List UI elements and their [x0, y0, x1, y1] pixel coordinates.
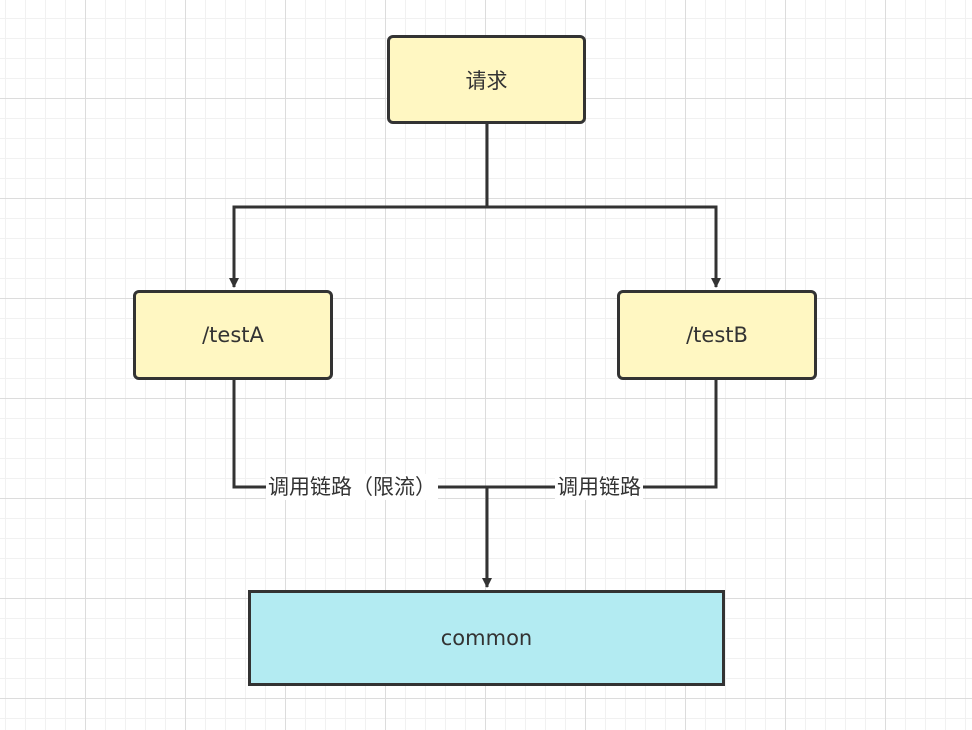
edge-testB-to-common	[487, 380, 718, 489]
node-request-label: 请求	[465, 68, 508, 93]
node-request[interactable]: 请求	[387, 35, 586, 124]
edge-label-left: 调用链路（限流）	[266, 474, 438, 500]
edge-request-to-testB	[487, 205, 721, 288]
node-testA-label: /testA	[202, 323, 264, 347]
node-testB[interactable]: /testB	[617, 290, 817, 380]
edge-label-right: 调用链路	[555, 474, 643, 500]
node-common-label: common	[440, 626, 533, 650]
edge-testA-to-common	[232, 380, 487, 489]
node-common[interactable]: common	[248, 590, 725, 686]
node-testA[interactable]: /testA	[133, 290, 333, 380]
node-testB-label: /testB	[686, 323, 748, 347]
edge-request-to-testA	[229, 205, 487, 288]
